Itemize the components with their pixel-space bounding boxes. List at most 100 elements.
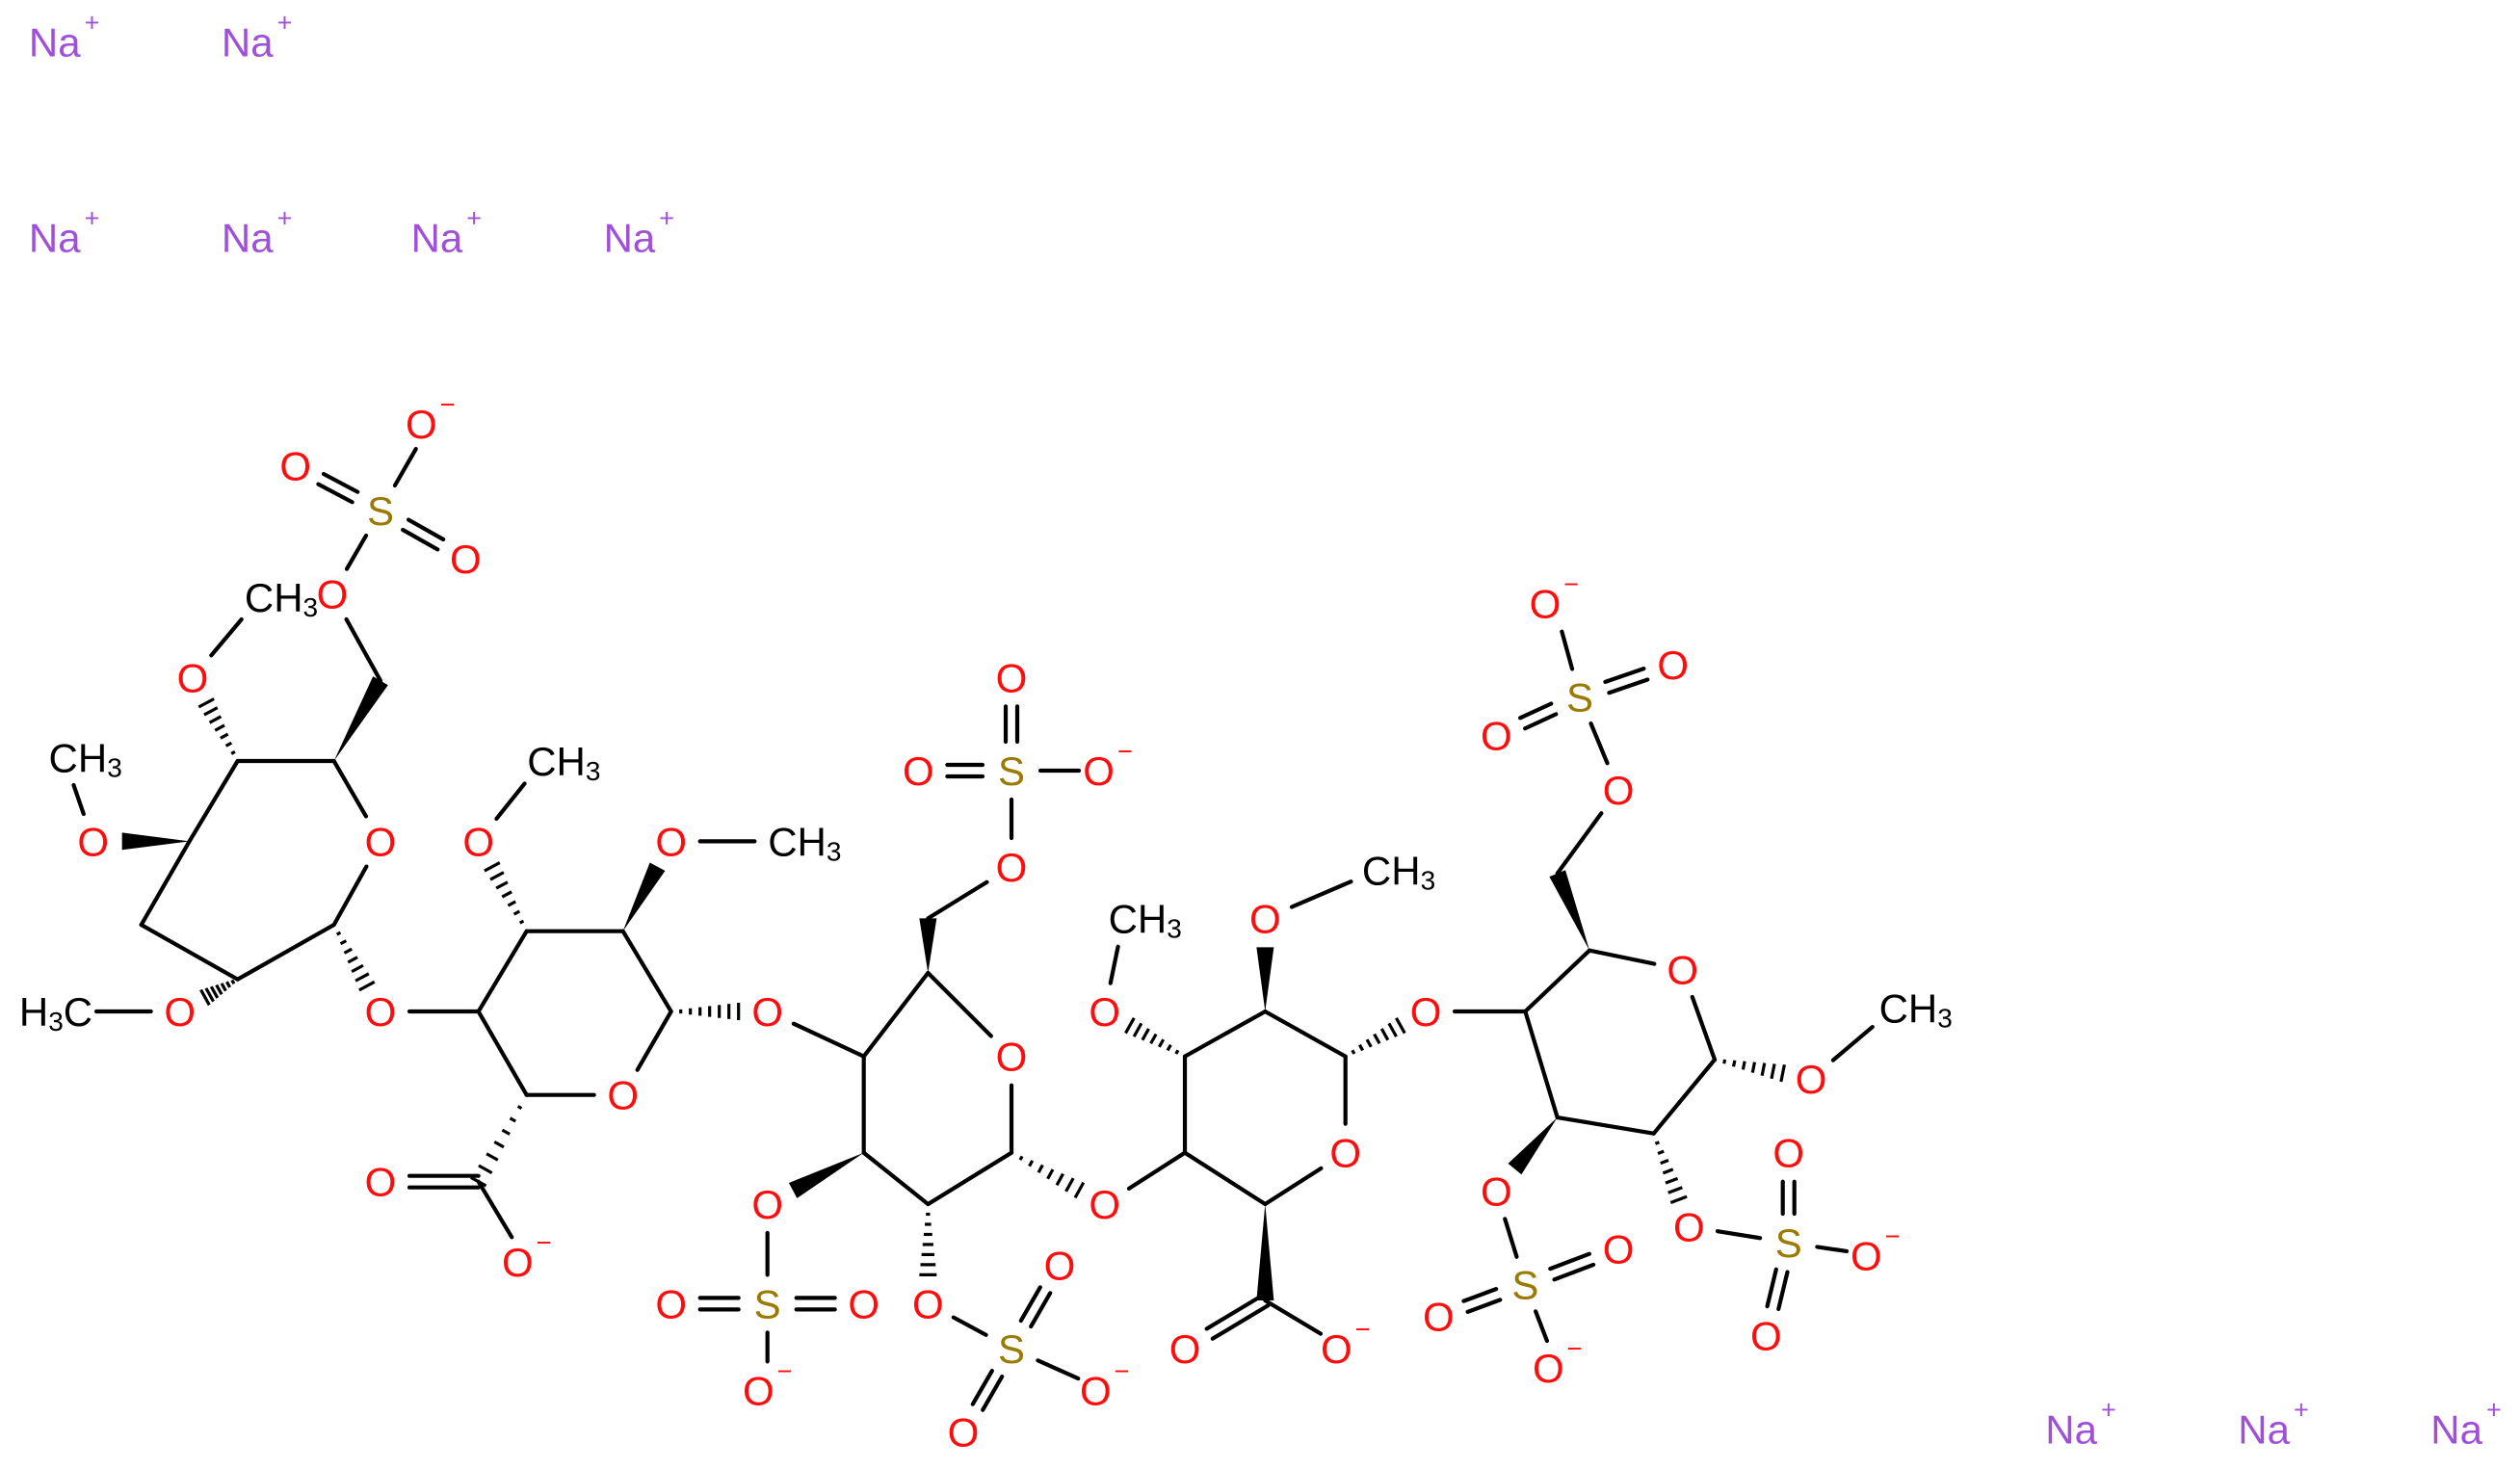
methyl-group: CH3 [1109,896,1182,943]
sulfur-atom: S [367,488,394,534]
sodium-ion: Na+ [2430,1395,2501,1452]
bond-r2_c2-r2_c1 [620,929,673,1014]
bond-r5_c1-r5_o1 [1722,1059,1786,1083]
oxygen-atom: O− [1533,1334,1582,1391]
oxygen-atom: O [1667,947,1698,992]
bond-r5_s2-r5_s2_ob [1765,1267,1790,1312]
oxygen-atom: O [655,1281,687,1326]
bond-r5_ring-r5_c1 [1690,994,1718,1062]
bond-r3_s-r3_s_oc [1003,704,1020,745]
bond-r5_c3-r5_o3 [1508,1117,1558,1175]
bond-r2_c3-r2_o3 [484,861,525,925]
bond-r3_s2-r3_s2_ob [970,1368,1005,1412]
oxygen-atom: O [317,571,349,616]
bond-r3_s3-r3_s3_oa [697,1296,741,1312]
oxygen-atom: O− [502,1228,551,1285]
methyl-group: CH3 [527,739,600,786]
bond-r2_c5-r2_c4 [476,1009,529,1097]
sulfur-atom: S [1511,1262,1538,1307]
bond-r1_o6-r1_s [344,533,369,571]
oxygen-atom: O [1089,1182,1120,1227]
bond-r4_c2-r4_c3 [1182,1150,1268,1207]
oxygen-atom: O [1169,1326,1201,1372]
bond-r3_o2-r3_s2 [951,1315,988,1337]
bond-r5_s-r5_s_oa [1517,701,1559,731]
oxygen-atom: O [1249,896,1281,941]
oxygen-atom: O [1329,1130,1361,1175]
bond-r1_s-r1_os3 [392,446,418,488]
oxygen-atom: O [948,1409,980,1455]
bond-r4_c4-r4_c5 [1182,1009,1268,1059]
bond-r1_c5-r1_ring [331,758,369,819]
oxygen-atom: O [1603,1226,1635,1272]
bond-r1_s-r1_os2 [401,517,446,552]
sodium-ion: Na+ [29,8,99,64]
oxygen-atom: O [751,1182,783,1227]
bond-r1_c1-r1_glyO [335,931,376,992]
sodium-ion: Na+ [411,204,482,261]
bond-r1_c1-r1_c2 [235,922,336,982]
sodium-ion: Na+ [222,204,292,261]
bond-r4_cc-r4_ocA [1204,1293,1271,1341]
oxygen-atom: O [279,443,311,488]
sulfur-atom: S [1566,674,1593,720]
oxygen-atom: O [177,655,209,700]
bond-r5_s3-r5_s3_oa [1461,1287,1503,1315]
bond-r5_c5-r5_ring [1587,948,1657,966]
bond-r5_s-r5_s_oc [1560,629,1575,671]
bond-r2_c5-r2_cc [470,1105,523,1188]
bond-r3_s2-r3_s2_oc [1036,1358,1081,1381]
methyl-group: CH3 [49,735,122,782]
oxygen-atom: O [1673,1204,1705,1249]
oxygen-atom: O [848,1281,879,1326]
sulfur-atom: S [998,1326,1025,1372]
bond-r1_c2-r1_o2 [199,979,236,1007]
oxygen-atom: O− [1851,1221,1900,1278]
oxygen-atom: O [655,819,687,864]
oxygen-atom: O [1044,1243,1076,1288]
bond-r1_c6-r1_o6 [344,616,383,683]
bond-r1_ring-r1_c1 [331,864,369,928]
oxygen-atom: O [462,819,494,864]
oxygen-atom: O [751,989,783,1035]
bond-r3_c6-r3_o6 [926,879,989,921]
bond-r4_c1-r4_glyO [1351,1017,1406,1055]
oxygen-atom: O− [1080,1356,1129,1413]
bond-r4_o2-r4_me2 [1289,879,1353,909]
sodium-ion: Na+ [222,8,292,64]
bond-r3_s3-r3_s3_ob [794,1296,837,1312]
bond-r5_c3-r5_c4 [1523,1009,1560,1120]
oxygen-atom: O [77,819,109,864]
oxygen-atom: O [996,1034,1028,1079]
bond-r5_c4-r5_c5 [1523,948,1592,1014]
oxygen-atom: O [1423,1294,1455,1339]
bond-r1_c3-r1_c4b [139,839,192,928]
bond-r2_glyO-r3_c4 [791,1021,866,1059]
bond-layer [71,446,1875,1412]
bond-r5_s2-r5_s2_oa [1780,1179,1797,1217]
bond-r2_cc-r2_ocB [476,1179,514,1240]
sodium-ion: Na+ [2238,1395,2308,1452]
bond-r5_s-r5_s_ob [1603,667,1650,695]
sulfur-atom: S [1775,1220,1802,1266]
bond-r3_glyO-r4_c3 [1126,1150,1188,1191]
bond-r3_c2-r3_c3 [861,1150,931,1207]
oxygen-atom: O− [743,1356,792,1413]
oxygen-atom: O− [406,390,455,447]
oxygen-atom: O [912,1281,944,1326]
bond-r5_o1-r5_me1 [1830,1024,1875,1062]
oxygen-atom: O [450,537,482,582]
sodium-ion: Na+ [29,204,99,261]
bond-r5_c1-r5_c2 [1651,1057,1718,1136]
bond-r2_c1-r2_ring [635,1009,673,1072]
oxygen-atom: O [903,748,934,794]
bond-r3_s-r3_s_oa [945,762,985,779]
bond-r4_o3-r4_me3 [1108,944,1120,985]
oxygen-atom: O− [1530,570,1579,627]
oxygen-atom: O [1657,643,1689,688]
sulfur-atom: S [998,748,1025,794]
bond-r5_o3-r5_s3 [1503,1217,1519,1259]
bond-r3_s2-r3_s2_oa [1018,1285,1053,1329]
